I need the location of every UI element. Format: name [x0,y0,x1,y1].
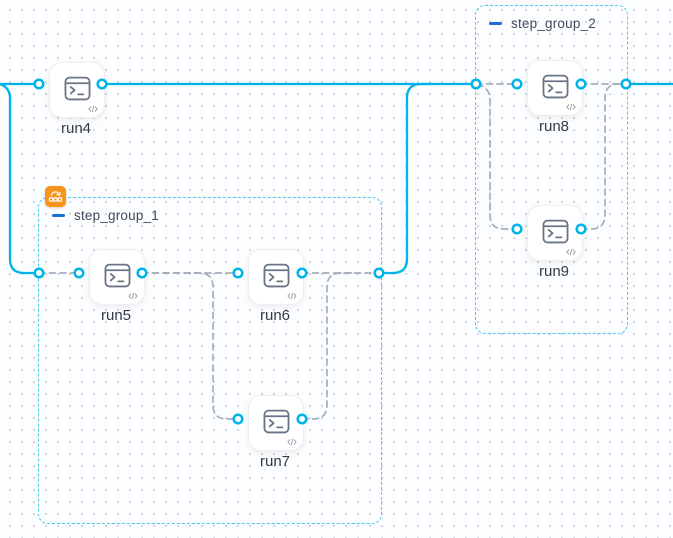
port-run7-out[interactable] [296,413,308,425]
port-run6-out[interactable] [296,267,308,279]
collapse-group-button[interactable] [52,214,65,217]
code-icon [128,292,138,300]
port-group2-out[interactable] [620,78,632,90]
node-run8: run8 [527,60,583,135]
port-run4-out[interactable] [96,78,108,90]
terminal-icon [104,263,130,288]
port-run8-out[interactable] [575,78,587,90]
matrix-loop-icon [45,186,66,207]
node-card-run7[interactable] [248,395,304,451]
node-label: run7 [259,453,291,470]
node-run7: run7 [248,395,304,470]
code-icon [566,248,576,256]
node-label: run4 [60,120,92,137]
node-run5: run5 [89,249,145,324]
port-run5-out[interactable] [136,267,148,279]
port-run8-in[interactable] [511,78,523,90]
code-icon [287,292,297,300]
node-card-run9[interactable] [527,205,583,261]
group-label: step_group_1 [74,208,159,223]
node-card-run6[interactable] [248,249,304,305]
port-run5-in[interactable] [73,267,85,279]
port-run6-in[interactable] [232,267,244,279]
terminal-icon [542,219,568,244]
group-step-group-1[interactable]: step_group_1 [38,186,382,524]
node-run9: run9 [527,205,583,280]
code-icon [566,103,576,111]
port-group1-out[interactable] [373,267,385,279]
code-icon [88,105,98,113]
node-label: run6 [259,307,291,324]
edge-group1-out-to-main [377,82,434,275]
node-run6: run6 [248,249,304,324]
port-run4-in[interactable] [33,78,45,90]
node-label: run9 [538,263,570,280]
terminal-icon [64,76,90,101]
code-icon [287,438,297,446]
group-step-group-2[interactable]: step_group_2 [475,5,628,334]
node-label: run5 [100,307,132,324]
collapse-group-button[interactable] [489,22,502,25]
port-run7-in[interactable] [232,413,244,425]
node-card-run4[interactable] [49,62,105,118]
group-label: step_group_2 [511,16,596,31]
port-group2-in[interactable] [470,78,482,90]
node-card-run5[interactable] [89,249,145,305]
terminal-icon [263,263,289,288]
edge-start-to-group1-in [0,83,41,275]
port-run9-out[interactable] [575,223,587,235]
terminal-icon [263,409,289,434]
node-card-run8[interactable] [527,60,583,116]
terminal-icon [542,74,568,99]
node-label: run8 [538,118,570,135]
port-group1-in[interactable] [33,267,45,279]
node-run4: run4 [49,62,105,137]
port-run9-in[interactable] [511,223,523,235]
